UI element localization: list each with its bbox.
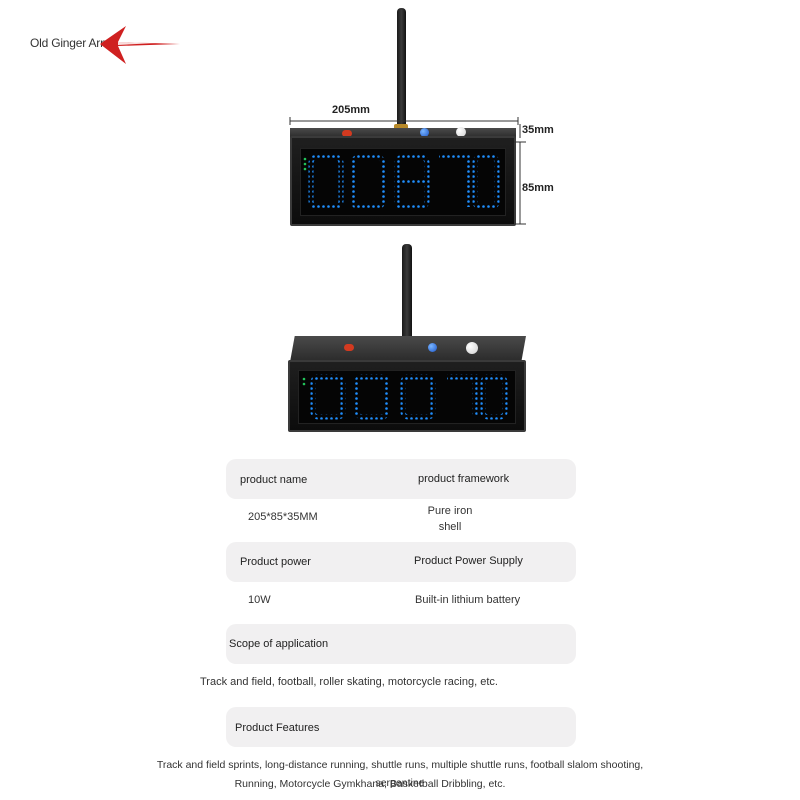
led-digits [303,154,500,210]
spec-label-product-framework: product framework [418,473,510,485]
device-angled-view [280,240,540,440]
antenna [402,244,412,352]
led-screen [298,370,516,424]
spec-row-1 [226,459,576,499]
spec-value-framework-line1: Pure iron [427,505,473,517]
dimension-depth: 35mm [522,124,554,136]
spec-value-power: 10W [248,594,271,606]
device-front-view: 205mm 35mm [286,0,566,240]
spec-row-3 [226,624,576,664]
spec-label-scope: Scope of application [229,638,329,650]
device-top-lid [290,128,516,138]
spec-value-scope: Track and field, football, roller skatin… [200,676,498,688]
spec-row-4 [226,707,576,747]
dimension-depth-line [519,124,521,138]
blue-button [428,343,437,352]
dimension-height: 85mm [522,182,554,194]
spec-value-product-name: 205*85*35MM [248,511,318,523]
dimension-height-line [514,141,526,225]
spec-label-power-supply: Product Power Supply [414,555,523,567]
spec-label-product-power: Product power [240,556,311,568]
spec-value-power-supply: Built-in lithium battery [415,594,521,606]
led-screen [300,148,506,216]
led-digits [302,374,508,420]
antenna [397,8,406,128]
brand-logo-icon [100,26,180,64]
dimension-width-line [289,117,519,125]
spec-label-product-name: product name [240,474,308,486]
dimension-width: 205mm [332,104,370,116]
spec-row-2 [226,542,576,582]
spec-value-framework-line2: shell [438,521,462,533]
red-button [344,344,354,351]
white-button [466,342,478,354]
white-button [456,127,466,137]
spec-label-features: Product Features [235,722,320,734]
blue-button [420,128,429,137]
spec-value-features-line2: Running, Motorcycle Gymkhana, Basketball… [234,778,506,790]
spec-value-features-line1: Track and field sprints, long-distance r… [156,759,644,789]
device-top-lid [290,336,526,362]
brand-name: Old Ginger Army [30,36,116,50]
red-button [342,130,352,137]
